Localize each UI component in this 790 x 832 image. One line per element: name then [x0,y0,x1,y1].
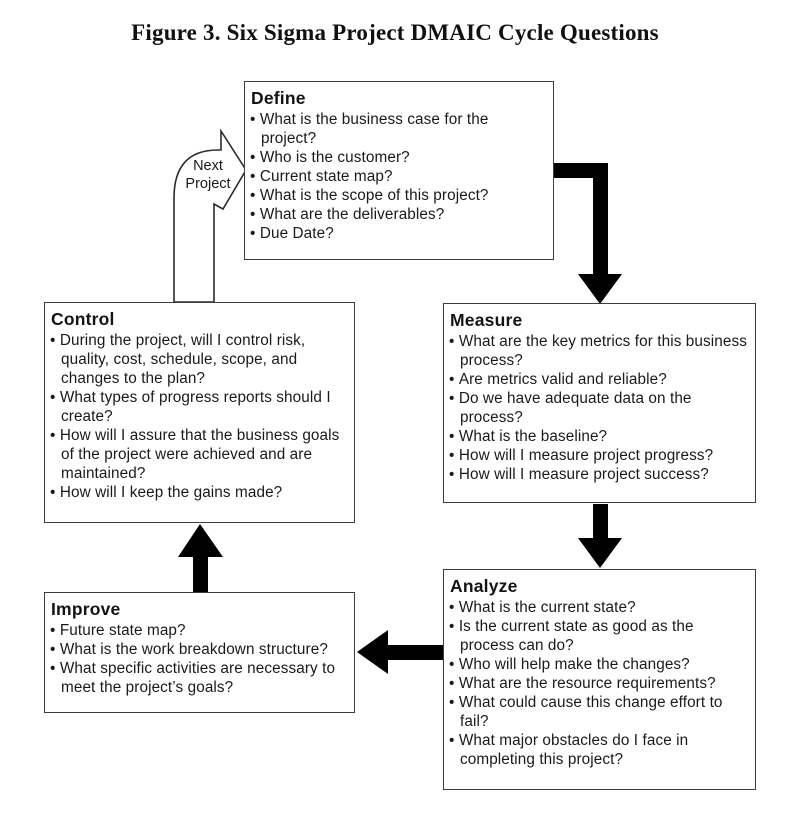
question-item: What is the current state? [449,598,747,617]
question-item: Who will help make the changes? [449,655,747,674]
question-item: How will I measure project progress? [449,446,747,465]
improve-box: Improve Future state map?What is the wor… [44,592,355,713]
define-box-heading: Define [251,88,306,108]
question-item: What is the scope of this project? [250,186,545,205]
analyze-to-improve-arrow [357,630,443,674]
measure-box: Measure What are the key metrics for thi… [443,303,756,503]
define-box: Define What is the business case for the… [244,81,554,260]
next-project-label: Next Project [185,158,231,192]
measure-questions-list: What are the key metrics for this busine… [449,332,747,484]
control-to-define-arrow [173,128,247,303]
improve-to-control-arrow [178,524,223,592]
define-questions-list: What is the business case for the projec… [250,110,545,243]
analyze-box-heading: Analyze [450,576,518,596]
control-box-heading: Control [51,309,115,329]
question-item: Do we have adequate data on the process? [449,389,747,427]
measure-to-analyze-arrow [578,504,622,568]
question-item: How will I assure that the business goal… [50,426,346,483]
measure-box-heading: Measure [450,310,523,330]
question-item: What could cause this change effort to f… [449,693,747,731]
question-item: What major obstacles do I face in comple… [449,731,747,769]
question-item: What specific activities are necessary t… [50,659,346,697]
figure-title: Figure 3. Six Sigma Project DMAIC Cycle … [131,20,659,45]
control-questions-list: During the project, will I control risk,… [50,331,346,502]
question-item: Are metrics valid and reliable? [449,370,747,389]
improve-box-heading: Improve [51,599,121,619]
question-item: How will I measure project success? [449,465,747,484]
question-item: What are the deliverables? [250,205,545,224]
question-item: Future state map? [50,621,346,640]
question-item: What are the resource requirements? [449,674,747,693]
question-item: What is the work breakdown structure? [50,640,346,659]
analyze-box: Analyze What is the current state?Is the… [443,569,756,790]
question-item: Due Date? [250,224,545,243]
question-item: During the project, will I control risk,… [50,331,346,388]
improve-questions-list: Future state map?What is the work breakd… [50,621,346,697]
question-item: How will I keep the gains made? [50,483,346,502]
question-item: Is the current state as good as the proc… [449,617,747,655]
analyze-questions-list: What is the current state?Is the current… [449,598,747,769]
question-item: What is the business case for the projec… [250,110,545,148]
question-item: Current state map? [250,167,545,186]
control-box: Control During the project, will I contr… [44,302,355,523]
define-to-measure-arrow [553,163,622,304]
question-item: What types of progress reports should I … [50,388,346,426]
question-item: Who is the customer? [250,148,545,167]
question-item: What is the baseline? [449,427,747,446]
question-item: What are the key metrics for this busine… [449,332,747,370]
